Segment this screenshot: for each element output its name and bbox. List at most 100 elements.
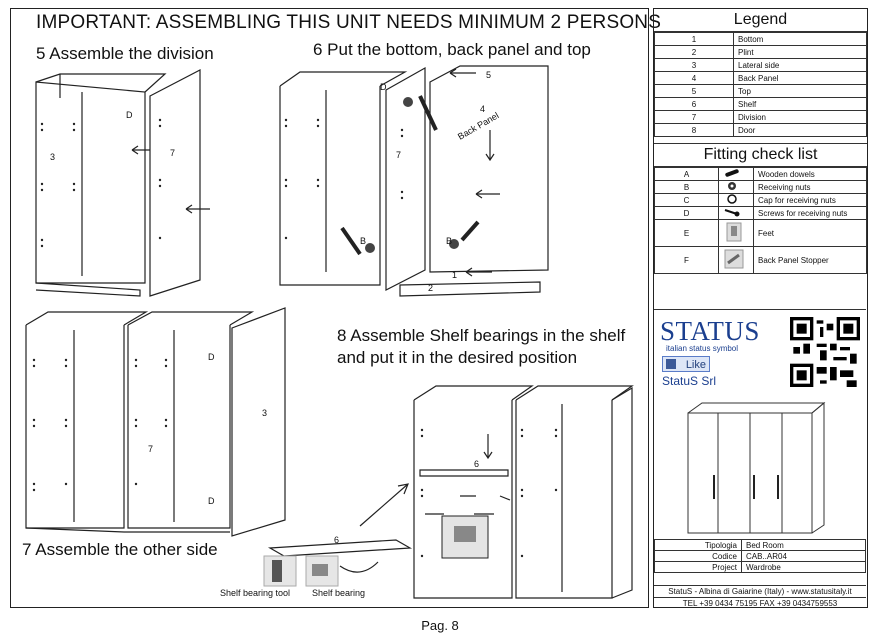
legend-name: Door <box>733 123 867 137</box>
label-shelf-bearing-tool: Shelf bearing tool <box>220 588 290 598</box>
label-lateral-left: 3 <box>50 152 55 162</box>
footer: StatuS - Albina di Gaiarine (Italy) - ww… <box>654 585 866 609</box>
fitting-name: Cap for receiving nuts <box>753 193 867 207</box>
fitting-row: C Cap for receiving nuts <box>654 193 867 207</box>
qr-code-icon[interactable] <box>790 316 860 388</box>
label-screw-d6: D <box>380 82 387 92</box>
step-8-title-line2: and put it in the desired position <box>337 348 578 367</box>
brand-tagline: italian status symbol <box>666 344 739 353</box>
tools-drawing <box>263 95 489 587</box>
facebook-icon <box>666 359 676 369</box>
fitting-name: Receiving nuts <box>753 180 867 194</box>
cap-icon <box>718 193 754 207</box>
label-lateral-right: 3 <box>262 408 267 418</box>
legend-num: 8 <box>654 123 734 137</box>
feet-icon <box>718 219 754 247</box>
legend-name: Back Panel <box>733 71 867 85</box>
fitting-code: C <box>654 193 719 207</box>
legend-num: 4 <box>654 71 734 85</box>
fitting-name: Wooden dowels <box>753 167 867 181</box>
label-shelf-bearing: Shelf bearing <box>312 588 365 598</box>
page-headline: IMPORTANT: ASSEMBLING THIS UNIT NEEDS MI… <box>36 12 662 33</box>
dowel-icon <box>718 167 754 181</box>
fitting-row: E Feet <box>654 219 867 247</box>
product-info-label: Tipologia <box>654 539 742 551</box>
legend-title: Legend <box>654 9 867 32</box>
footer-phone: TEL +39 0434 75195 FAX +39 0434759553 <box>654 597 866 609</box>
brand-area: STATUS italian status symbol Like StatuS… <box>654 309 866 400</box>
fitting-row: A Wooden dowels <box>654 167 867 181</box>
step5-cabinet-drawing <box>35 69 210 297</box>
legend-name: Lateral side <box>733 58 867 72</box>
legend-name: Top <box>733 84 867 98</box>
fitting-row: B Receiving nuts <box>654 180 867 194</box>
fitting-code: E <box>654 219 719 247</box>
legend-num: 5 <box>654 84 734 98</box>
company-name: StatuS Srl <box>662 374 717 388</box>
legend-name: Division <box>733 110 867 124</box>
fitting-name: Feet <box>753 219 867 247</box>
status-logo: STATUS <box>660 316 760 346</box>
page-number: Pag. 8 <box>421 618 459 633</box>
label-screw-d: D <box>126 110 133 120</box>
step-7-title: 7 Assemble the other side <box>22 540 218 559</box>
label-division: 7 <box>170 148 175 158</box>
label-top: 5 <box>486 70 491 80</box>
footer-address: StatuS - Albina di Gaiarine (Italy) - ww… <box>668 587 852 596</box>
step-6-title: 6 Put the bottom, back panel and top <box>313 40 591 59</box>
legend-num: 2 <box>654 45 734 59</box>
instructions-frame <box>10 8 649 608</box>
fitting-code: A <box>654 167 719 181</box>
fitting-code: D <box>654 206 719 220</box>
fitting-code: B <box>654 180 719 194</box>
fitting-row: F Back Panel Stopper <box>654 246 867 274</box>
label-back-panel-num: 4 <box>480 104 485 114</box>
fitting-title: Fitting check list <box>654 143 867 167</box>
fitting-code: F <box>654 246 719 274</box>
legend-num: 1 <box>654 32 734 46</box>
product-info-value: Bed Room <box>741 539 866 551</box>
label-nut-b1: B <box>360 236 366 246</box>
label-shelf-loose: 6 <box>334 535 339 545</box>
nut-icon <box>718 180 754 194</box>
legend-name: Shelf <box>733 97 867 111</box>
label-bottom: 1 <box>452 270 457 280</box>
wardrobe-preview <box>687 401 826 534</box>
label-screw-d7a: D <box>208 352 215 362</box>
legend-name: Bottom <box>733 32 867 46</box>
label-division-7: 7 <box>148 444 153 454</box>
legend-name: Plint <box>733 45 867 59</box>
hole-dots <box>32 118 558 558</box>
step-8-title-line1: 8 Assemble Shelf bearings in the shelf <box>337 326 626 345</box>
stopper-icon <box>718 246 754 274</box>
product-info-label: Codice <box>654 550 742 562</box>
assembly-drawings: 3 7 D 7 4 Back Panel 5 1 2 D B B 3 7 D D… <box>25 65 634 599</box>
fitting-name: Back Panel Stopper <box>753 246 867 274</box>
like-button[interactable]: Like <box>662 356 710 372</box>
product-info-value: CAB..AR04 <box>741 550 866 562</box>
label-screw-d7b: D <box>208 496 215 506</box>
legend-num: 7 <box>654 110 734 124</box>
label-back-panel: Back Panel <box>456 110 500 141</box>
step8-cabinet-drawing <box>267 385 634 599</box>
legend-num: 6 <box>654 97 734 111</box>
step-5-title: 5 Assemble the division <box>36 44 214 63</box>
screw-icon <box>718 206 754 220</box>
step6-cabinet-drawing <box>279 65 549 297</box>
label-division-6: 7 <box>396 150 401 160</box>
label-shelf: 6 <box>474 459 479 469</box>
product-info-value: Wardrobe <box>741 561 866 573</box>
